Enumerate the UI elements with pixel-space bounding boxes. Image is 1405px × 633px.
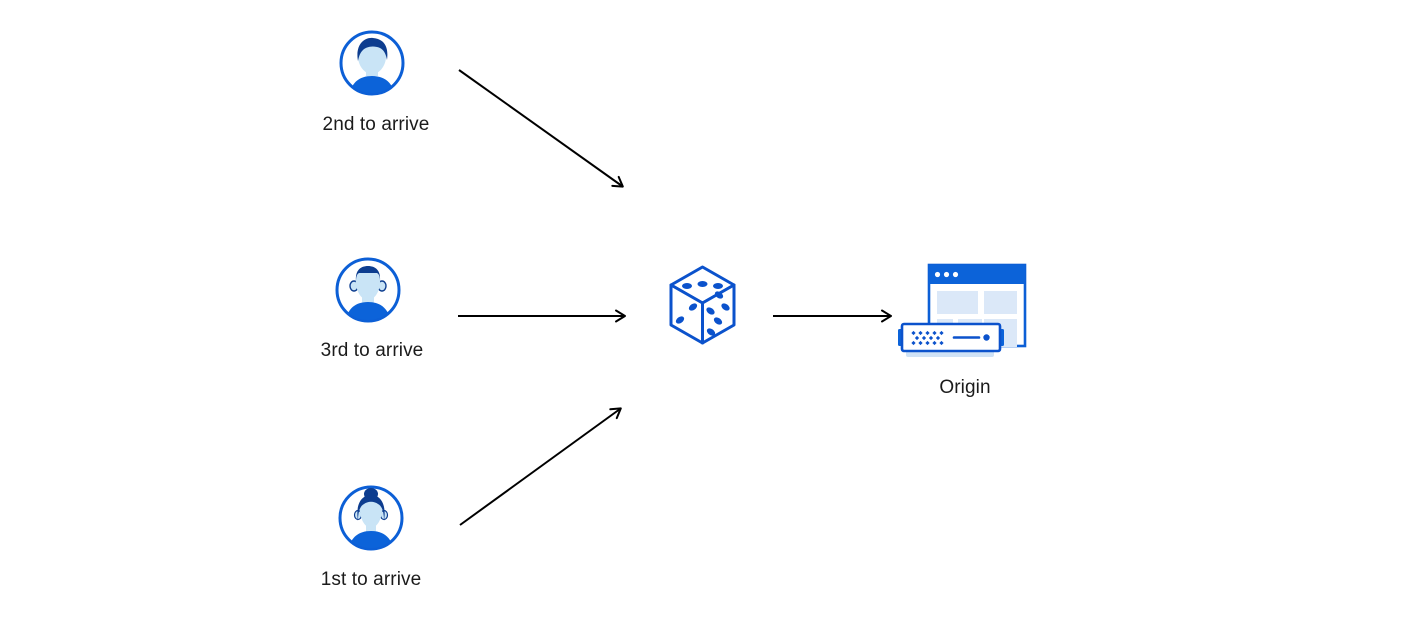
avatar-man-swoosh-hair-icon — [339, 30, 405, 96]
node-visitor-first — [338, 485, 404, 551]
node-label-visitor-first: 1st to arrive — [320, 569, 422, 590]
dice-icon — [669, 265, 736, 345]
arrow-first-to-dice — [459, 407, 622, 526]
node-visitor-third — [335, 257, 401, 323]
node-label-visitor-third: 3rd to arrive — [320, 340, 424, 361]
avatar-man-flattop-icon — [335, 257, 401, 323]
arrow-second-to-dice — [458, 69, 624, 188]
avatar-woman-bun-icon — [338, 485, 404, 551]
node-visitor-second — [339, 30, 405, 96]
node-origin — [896, 260, 1030, 364]
node-label-origin: Origin — [939, 377, 991, 398]
origin-server-browser-icon — [898, 263, 1027, 357]
node-label-visitor-second: 2nd to arrive — [322, 114, 430, 135]
node-random-pick — [667, 264, 738, 348]
